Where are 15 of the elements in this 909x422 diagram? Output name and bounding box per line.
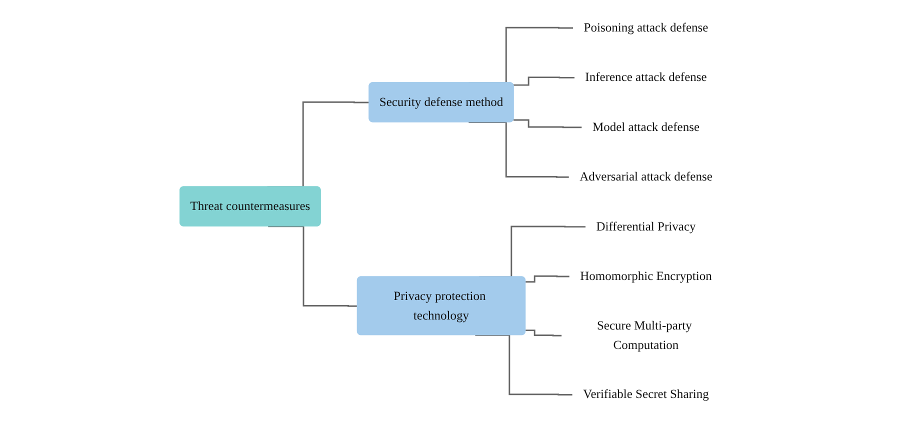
node-text: Adversarial attack defense [579, 170, 712, 184]
connector [525, 330, 562, 336]
node-text: Differential Privacy [596, 219, 696, 234]
node-text: Secure Multi-party Computation [596, 318, 692, 352]
connector [268, 226, 358, 307]
node-text: Model attack defense [592, 120, 700, 134]
connector [474, 334, 573, 396]
connector [513, 76, 575, 86]
node-text: Inference attack defense [584, 70, 706, 84]
node-text: Poisoning attack defense [583, 20, 708, 34]
node-text: Homomorphic Encryption [580, 269, 712, 283]
connector [468, 122, 570, 178]
connector [513, 119, 582, 128]
connector [525, 275, 570, 283]
node-text: Verifiable Secret Sharing [582, 387, 708, 402]
